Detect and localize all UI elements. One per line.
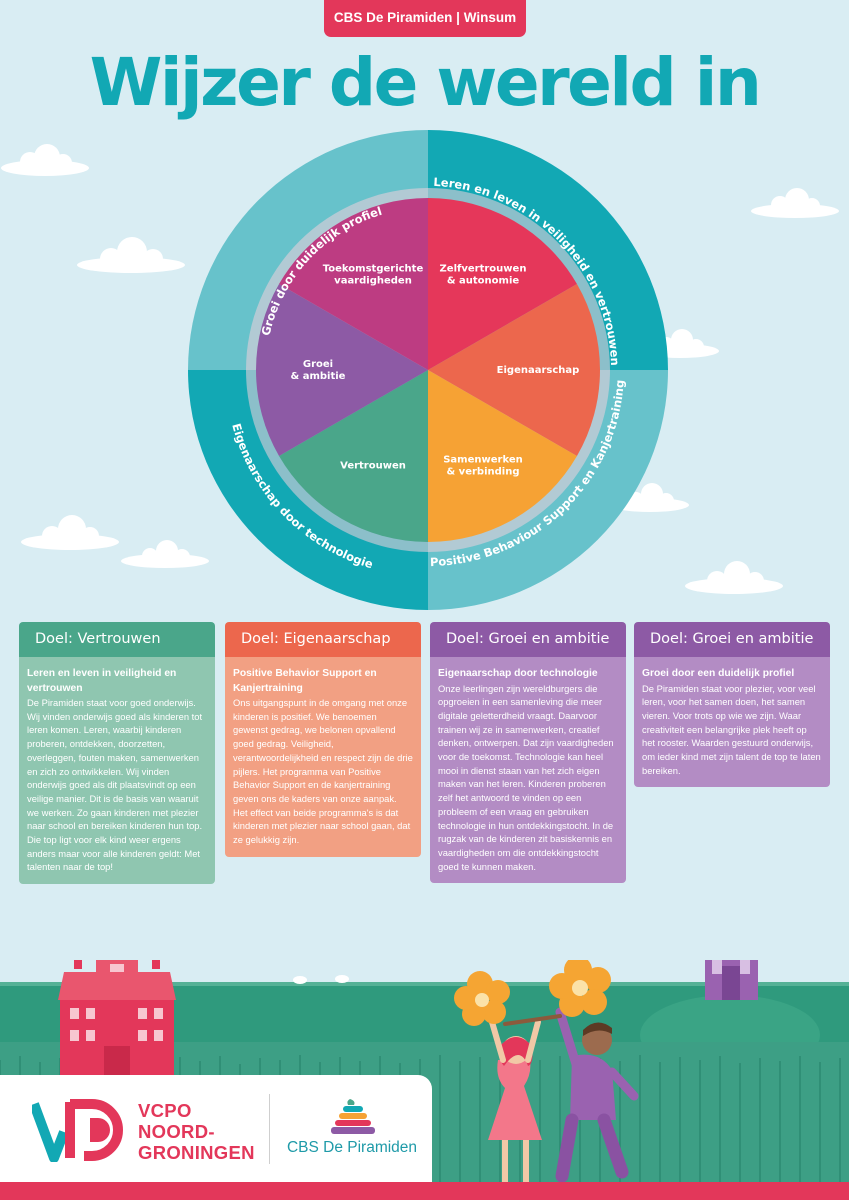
school-badge: CBS De Piramiden | Winsum xyxy=(324,0,526,37)
church-icon xyxy=(705,960,758,1000)
goal-card-eigenaarschap: Doel: Eigenaarschap Positive Behavior Su… xyxy=(225,622,421,857)
wheel-segment xyxy=(428,198,577,370)
goal-card-groei-profiel: Doel: Groei en ambitie Groei door een du… xyxy=(634,622,830,788)
house-icon xyxy=(58,960,176,1080)
card-text: Onze leerlingen zijn wereldburgers die o… xyxy=(438,682,614,872)
wheel-segment-label: Zelfvertrouwen& autonomie xyxy=(440,264,527,287)
vcpo-wordmark: VCPO NOORD- GRONINGEN xyxy=(138,1100,255,1163)
wheel-segment-label: Vertrouwen xyxy=(340,460,406,471)
wheel-segment-label: Groei& ambitie xyxy=(291,359,346,382)
bottom-bar xyxy=(0,1182,849,1200)
wheel-segment xyxy=(279,197,428,370)
cloud-icon xyxy=(1,144,89,176)
goal-wheel: Zelfvertrouwen& autonomieEigenaarschapSa… xyxy=(188,130,668,610)
card-heading: Doel: Vertrouwen xyxy=(19,622,215,657)
cloud-icon xyxy=(751,188,839,218)
goal-card-vertrouwen: Doel: Vertrouwen Leren en leven in veili… xyxy=(19,622,215,885)
card-heading: Doel: Groei en ambitie xyxy=(634,622,830,657)
sheep-icon xyxy=(293,975,349,984)
cloud-icon xyxy=(21,515,119,550)
goal-card-groei-technologie: Doel: Groei en ambitie Eigenaarschap doo… xyxy=(430,622,626,884)
card-subtitle: Eigenaarschap door technologie xyxy=(438,668,598,679)
card-text: De Piramiden staat voor plezier, voor ve… xyxy=(642,682,821,776)
wheel-segment xyxy=(428,370,577,542)
card-subtitle: Positive Behavior Support en Kanjertrain… xyxy=(233,668,377,694)
card-subtitle: Groei door een duidelijk profiel xyxy=(642,668,795,679)
card-subtitle: Leren en leven in veiligheid en vertrouw… xyxy=(27,668,177,694)
wheel-segment-label: Eigenaarschap xyxy=(497,365,580,376)
card-text: Ons uitgangspunt in de omgang met onze k… xyxy=(233,697,413,846)
children-illustration xyxy=(488,1007,639,1183)
logo-divider xyxy=(269,1094,270,1164)
card-heading: Doel: Eigenaarschap xyxy=(225,622,421,657)
page-title: Wijzer de wereld in xyxy=(89,44,762,121)
wheel-segment xyxy=(256,284,428,456)
wheel-segment xyxy=(279,370,428,542)
cloud-icon xyxy=(611,483,689,512)
card-text: De Piramiden staat voor goed onderwijs. … xyxy=(27,697,203,873)
wheel-segment-label: Samenwerken& verbinding xyxy=(443,454,523,477)
school-name: CBS De Piramiden xyxy=(286,1139,418,1156)
wheel-segment xyxy=(428,284,600,456)
cloud-icon xyxy=(77,237,185,273)
flower-icon xyxy=(454,960,611,1026)
vcpo-logo-icon xyxy=(32,1099,123,1162)
piramiden-logo-icon xyxy=(331,1099,375,1134)
cloud-icon xyxy=(685,561,783,594)
card-heading: Doel: Groei en ambitie xyxy=(430,622,626,657)
cloud-icon xyxy=(121,540,209,568)
